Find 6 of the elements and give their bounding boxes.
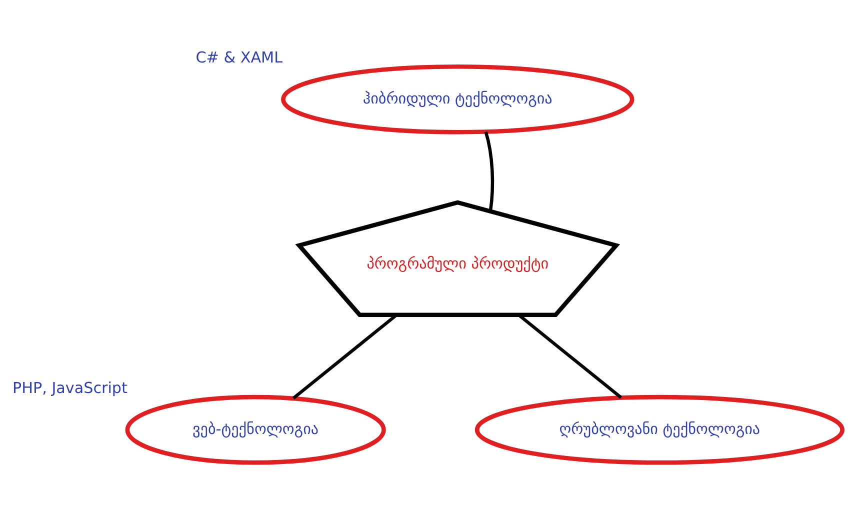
node-ellipse: ჰიბრიდული ტექნოლოგია [281,64,634,134]
node-label: C# & XAML [196,48,283,66]
connector [484,130,494,212]
node-label: PHP, JavaScript [12,378,128,396]
node-ellipse: ვებ-ტექნოლოგია [125,394,386,464]
node-ellipse: ღრუბლოვანი ტექნოლოგია [474,394,844,464]
